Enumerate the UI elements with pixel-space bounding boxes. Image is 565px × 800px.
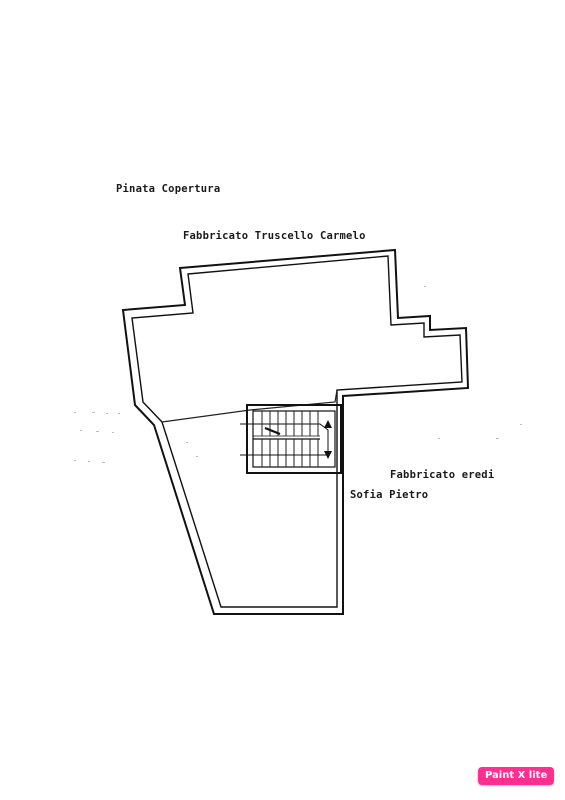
building-outer-wall: [121, 248, 470, 615]
staircase: [240, 404, 342, 474]
scan-artifacts: [74, 286, 522, 463]
staircase-arrow-head-icon: [324, 420, 332, 428]
neighbor-north-label: Fabbricato Truscello Carmelo: [183, 230, 366, 242]
staircase-outer: [246, 404, 342, 474]
neighbor-east-label-line1: Fabbricato eredi: [390, 469, 495, 481]
neighbor-east-label-line2: Sofia Pietro: [350, 489, 429, 501]
staircase-treads-lower: [261, 439, 319, 467]
building-inner-wall: [131, 255, 463, 608]
staircase-arrow-path: [240, 423, 329, 456]
staircase-cut-line: [264, 426, 281, 436]
drawing-title: Pinata Copertura: [116, 183, 221, 195]
paint-x-lite-watermark: Paint X lite: [478, 767, 555, 785]
staircase-arrow-head-icon: [324, 451, 332, 459]
